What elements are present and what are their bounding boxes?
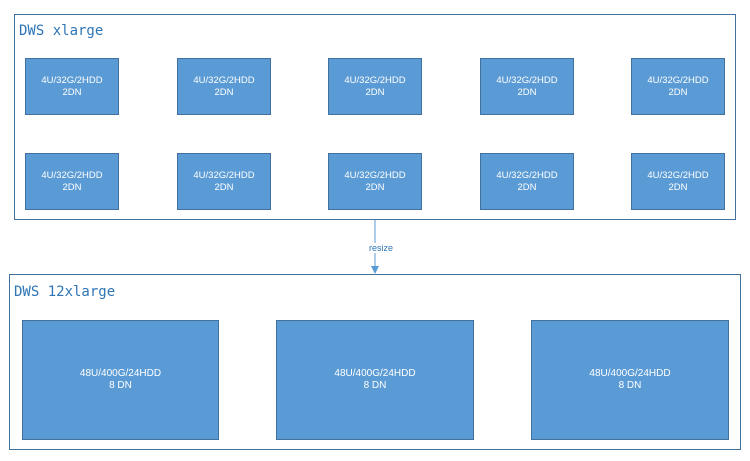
node-spec: 4U/32G/2HDD: [41, 170, 103, 182]
target-cluster-title: DWS 12xlarge: [14, 284, 116, 300]
node-spec: 4U/32G/2HDD: [647, 75, 709, 87]
source-node: 4U/32G/2HDD 2DN: [25, 153, 119, 210]
node-dn-count: 8 DN: [618, 380, 642, 391]
node-spec: 4U/32G/2HDD: [496, 75, 558, 87]
node-spec: 4U/32G/2HDD: [496, 170, 558, 182]
source-node: 4U/32G/2HDD 2DN: [177, 153, 271, 210]
node-dn-count: 2DN: [517, 181, 537, 193]
target-node: 48U/400G/24HDD 8 DN: [276, 320, 474, 440]
node-spec: 4U/32G/2HDD: [647, 170, 709, 182]
source-cluster-title: DWS xlarge: [19, 23, 104, 39]
source-node: 4U/32G/2HDD 2DN: [631, 153, 725, 210]
node-dn-count: 2DN: [365, 86, 385, 98]
target-node: 48U/400G/24HDD 8 DN: [22, 320, 219, 440]
node-dn-count: 8 DN: [363, 380, 387, 391]
node-dn-count: 2DN: [668, 181, 688, 193]
source-node: 4U/32G/2HDD 2DN: [631, 58, 725, 115]
source-node: 4U/32G/2HDD 2DN: [177, 58, 271, 115]
node-spec: 4U/32G/2HDD: [344, 170, 406, 182]
target-node: 48U/400G/24HDD 8 DN: [531, 320, 729, 440]
node-spec: 48U/400G/24HDD: [79, 368, 162, 379]
node-dn-count: 2DN: [62, 181, 82, 193]
node-dn-count: 2DN: [668, 86, 688, 98]
source-node: 4U/32G/2HDD 2DN: [328, 58, 422, 115]
node-spec: 4U/32G/2HDD: [41, 75, 103, 87]
source-node: 4U/32G/2HDD 2DN: [25, 58, 119, 115]
node-spec: 48U/400G/24HDD: [334, 368, 416, 379]
node-spec: 4U/32G/2HDD: [193, 170, 255, 182]
source-node: 4U/32G/2HDD 2DN: [480, 58, 574, 115]
resize-label: resize: [367, 243, 396, 253]
source-node: 4U/32G/2HDD 2DN: [480, 153, 574, 210]
source-node: 4U/32G/2HDD 2DN: [328, 153, 422, 210]
node-spec: 4U/32G/2HDD: [193, 75, 255, 87]
node-spec: 48U/400G/24HDD: [589, 368, 671, 379]
node-dn-count: 2DN: [214, 86, 234, 98]
resize-arrowhead: [371, 266, 379, 274]
node-dn-count: 8 DN: [109, 380, 132, 391]
node-dn-count: 2DN: [214, 181, 234, 193]
node-dn-count: 2DN: [517, 86, 537, 98]
node-dn-count: 2DN: [62, 86, 82, 98]
node-dn-count: 2DN: [365, 181, 385, 193]
node-spec: 4U/32G/2HDD: [344, 75, 406, 87]
